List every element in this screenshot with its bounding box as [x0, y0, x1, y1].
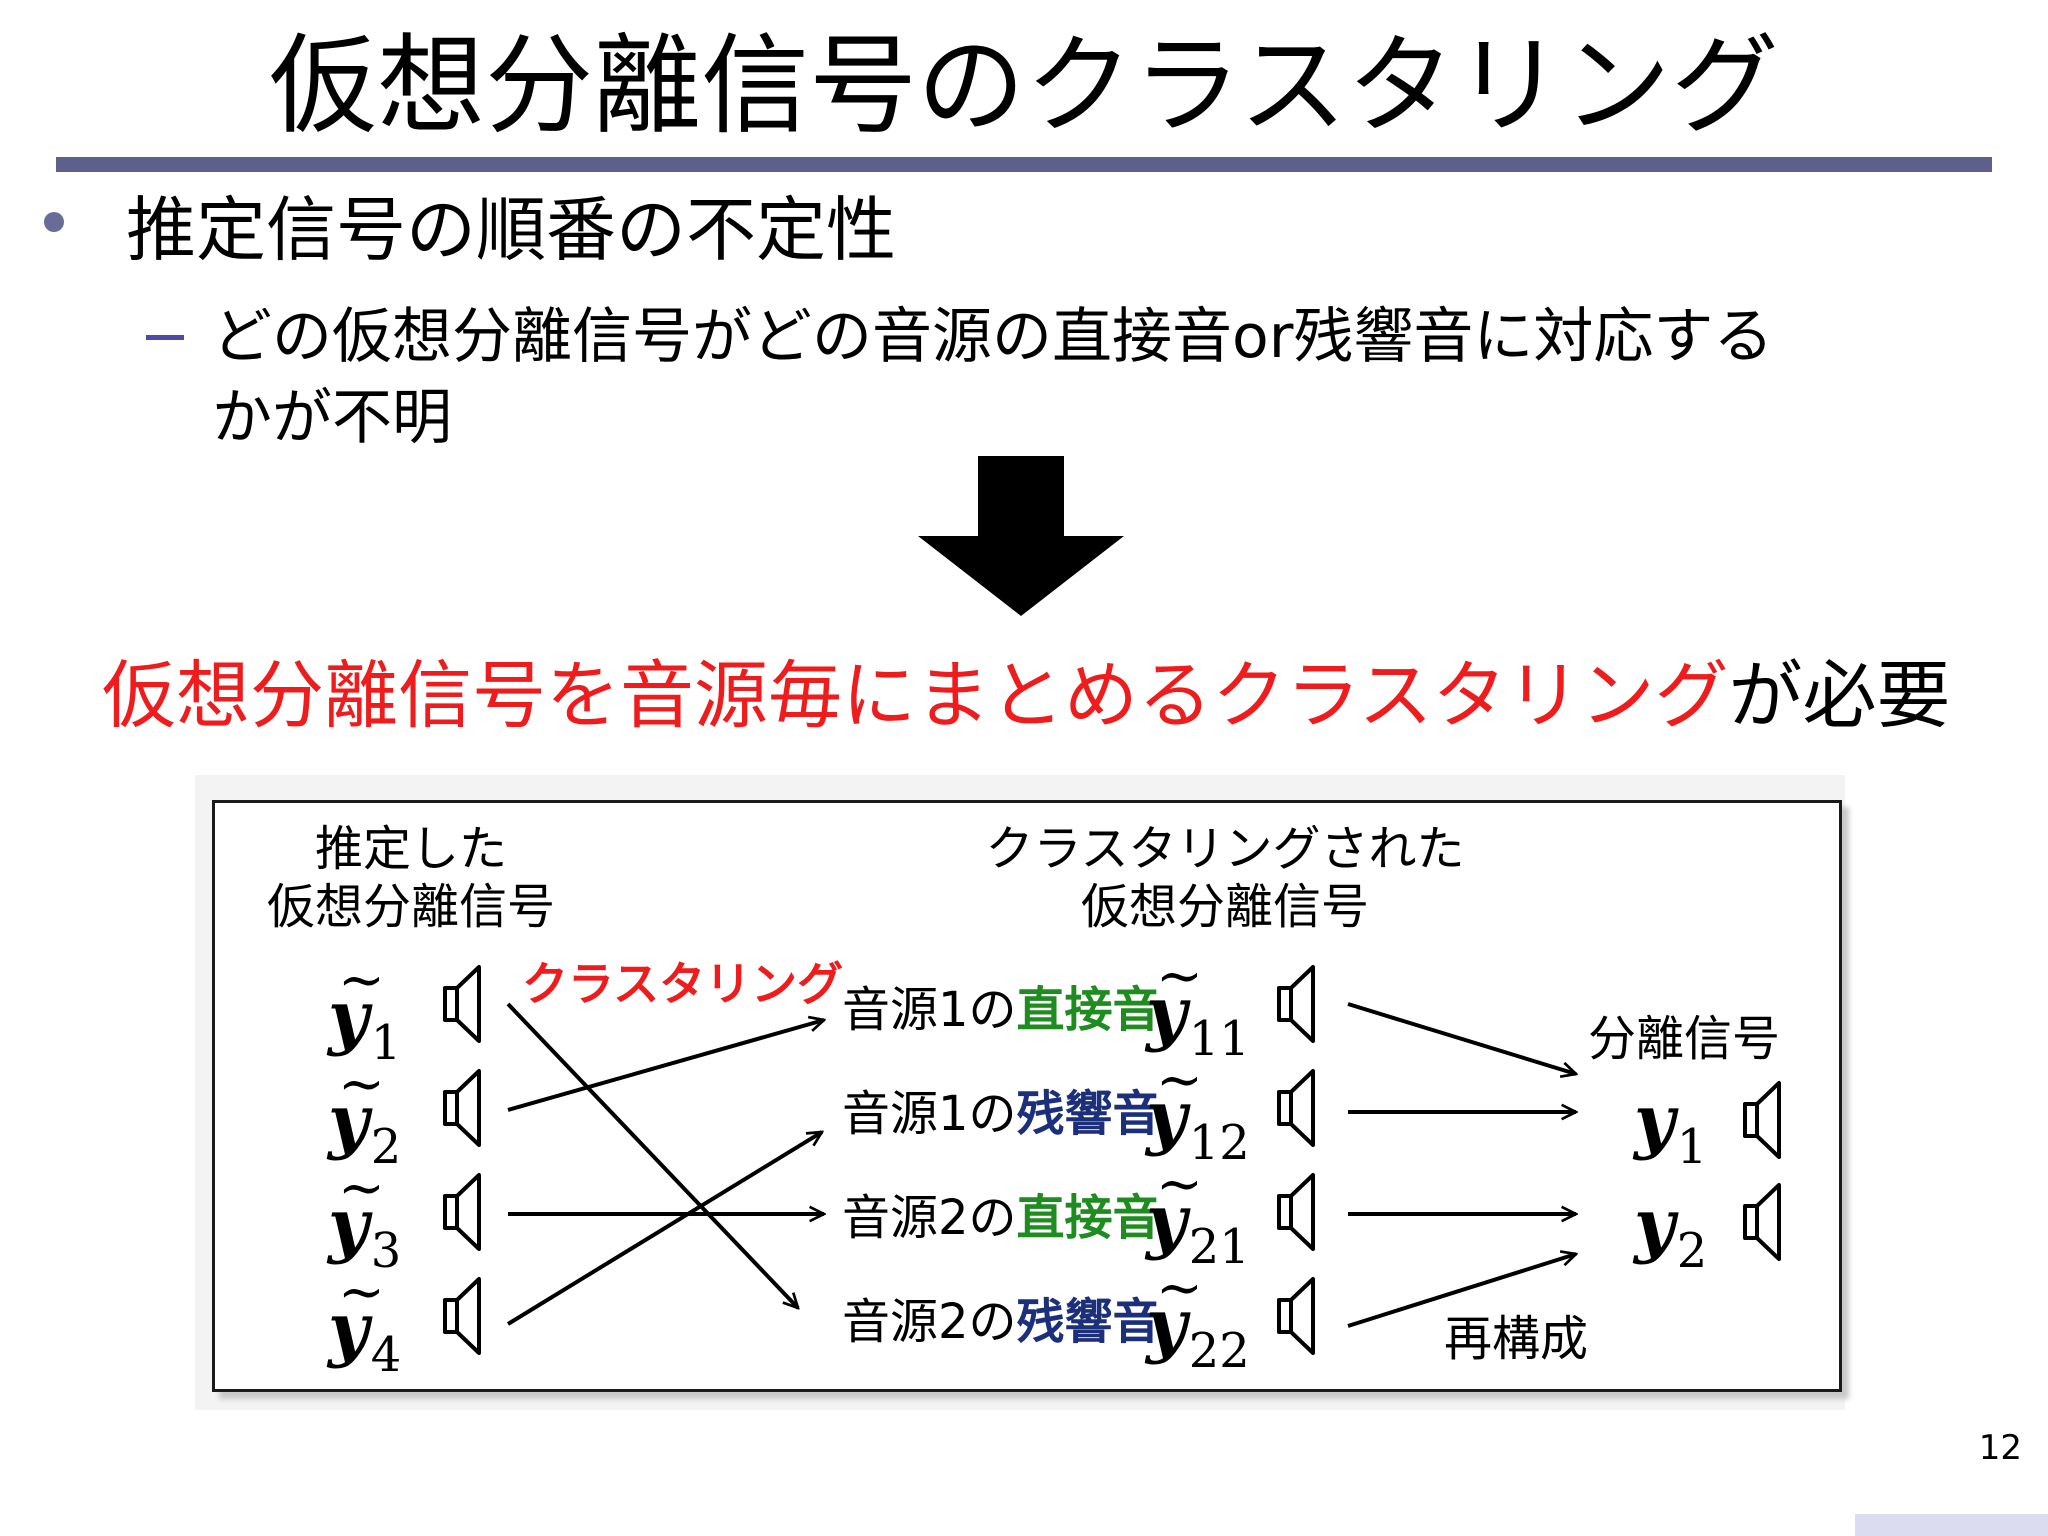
input-signal-3: ~y3 — [328, 1156, 402, 1279]
clustered-signal-22: ~y22 — [1146, 1256, 1250, 1379]
clustering-label: クラスタリング — [522, 957, 844, 1011]
right-header: 分離信号 — [1588, 1011, 1781, 1067]
speaker-icon — [1743, 1081, 1781, 1159]
input-signal-2: ~y2 — [328, 1052, 402, 1175]
conclusion-tail: が必要 — [1728, 653, 1951, 739]
clustered-label-4: 音源2の残響音 — [842, 1294, 1161, 1350]
speaker-icon — [1743, 1183, 1781, 1261]
input-signal-4: ~y4 — [328, 1260, 402, 1383]
clustered-signal-12: ~y12 — [1146, 1048, 1250, 1171]
arrow-y1-to-y22 — [506, 1002, 798, 1308]
output-signal-2: y2 — [1634, 1183, 1708, 1280]
tilde-icon: ~ — [1156, 1048, 1203, 1113]
clustered-label-3: 音源2の直接音 — [842, 1190, 1161, 1246]
tilde-icon: ~ — [1156, 944, 1203, 1009]
tilde-icon: ~ — [338, 1052, 385, 1117]
speaker-icon — [1277, 1173, 1315, 1251]
clustered-signal-11: ~y11 — [1146, 944, 1250, 1067]
tilde-icon: ~ — [338, 948, 385, 1013]
tilde-icon: ~ — [338, 1260, 385, 1325]
clustered-label-2: 音源1の残響音 — [842, 1086, 1161, 1142]
output-signal-1: y1 — [1634, 1079, 1708, 1176]
middle-header: クラスタリングされた 仮想分離信号 — [960, 820, 1490, 936]
conclusion-text: 仮想分離信号を音源毎にまとめるクラスタリングが必要 — [102, 648, 1951, 744]
conclusion-emphasis: 仮想分離信号を音源毎にまとめるクラスタリング — [102, 653, 1729, 739]
speaker-icon — [1277, 1069, 1315, 1147]
sub-bullet-dash-icon — [146, 335, 184, 340]
tilde-icon: ~ — [1156, 1152, 1203, 1217]
reconstruct-label: 再構成 — [1444, 1311, 1589, 1367]
corner-accent — [1855, 1514, 2048, 1536]
clustered-label-1: 音源1の直接音 — [842, 982, 1161, 1038]
bullet-dot-icon — [44, 212, 64, 232]
left-header: 推定した 仮想分離信号 — [236, 820, 586, 936]
page-number: 12 — [1978, 1428, 2022, 1468]
title-underline — [56, 157, 1992, 172]
middle-header-line2: 仮想分離信号 — [1080, 879, 1369, 935]
sub-bullet-line-1: どの仮想分離信号がどの音源の直接音or残響音に対応する — [212, 302, 1774, 372]
speaker-icon — [443, 1173, 481, 1251]
arrow-y22-to-out2 — [1347, 1254, 1576, 1328]
arrow-y4-to-y12 — [506, 1130, 822, 1326]
arrow-y2-to-y11 — [507, 1020, 824, 1112]
speaker-icon — [443, 965, 481, 1043]
middle-header-line1: クラスタリングされた — [985, 821, 1465, 877]
clustered-signal-21: ~y21 — [1146, 1152, 1250, 1275]
speaker-icon — [1277, 1277, 1315, 1355]
speaker-icon — [443, 1277, 481, 1355]
tilde-icon: ~ — [338, 1156, 385, 1221]
tilde-icon: ~ — [1156, 1256, 1203, 1321]
slide-title: 仮想分離信号のクラスタリング — [269, 24, 1779, 149]
sub-bullet-line-2: かが不明 — [212, 383, 452, 453]
left-header-line2: 仮想分離信号 — [266, 879, 555, 935]
speaker-icon — [1277, 965, 1315, 1043]
bullet-text: 推定信号の順番の不定性 — [126, 189, 896, 271]
speaker-icon — [443, 1069, 481, 1147]
arrow-y11-to-out1 — [1347, 1002, 1576, 1074]
clustering-diagram — [212, 800, 1842, 1392]
down-arrow-icon — [918, 456, 1124, 616]
input-signal-1: ~y1 — [328, 948, 402, 1071]
left-header-line1: 推定した — [314, 821, 507, 877]
